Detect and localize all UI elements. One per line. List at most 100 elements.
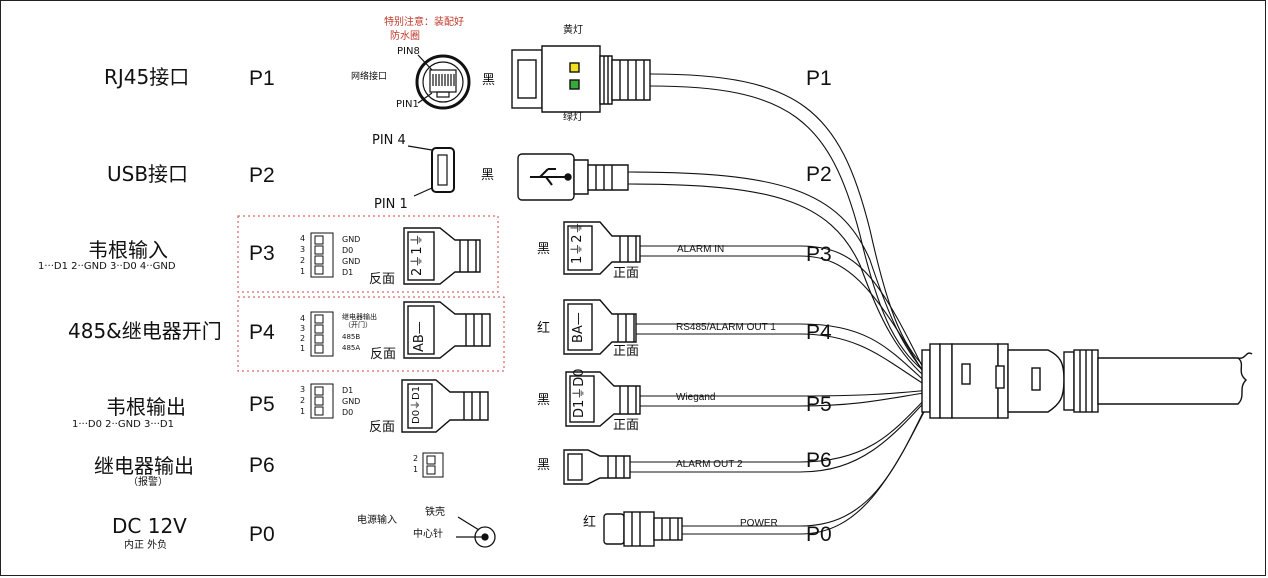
- row-sub-wiegand-in: 1···D1 2··GND 3··D0 4··GND: [38, 261, 176, 272]
- main-cable-housing: [921, 343, 1253, 419]
- p5-label-2: GND: [342, 397, 361, 406]
- row-name-wiegand-out: 韦根输出: [106, 395, 186, 419]
- p0-wire-color: 红: [583, 515, 597, 530]
- p5-back-plug-label: D0⏚D1: [411, 385, 422, 424]
- p3-pin-1: 1: [300, 267, 306, 276]
- p6-terminal-block: [422, 452, 444, 478]
- p4-label-485b: 485B: [342, 333, 361, 341]
- p4-front-plug-label: BA—: [571, 312, 586, 343]
- dc-power-socket-icon: [456, 516, 496, 548]
- p5-label-1: D0: [342, 408, 354, 417]
- rj45-green-led-label: 绿灯: [563, 112, 583, 123]
- row-name-relay-out: 继电器输出: [94, 454, 194, 478]
- p3-front-side-label: 正面: [613, 266, 640, 281]
- p3-front-plug-label: 1⏚2⏚: [570, 221, 585, 264]
- p4-label-485a: 485A: [342, 344, 361, 352]
- cable-label-alarm-out2: ALARM OUT 2: [676, 459, 743, 470]
- cable-code-p3: P3: [806, 243, 832, 266]
- row-code-p5: P5: [249, 393, 275, 416]
- p4-back-plug: [403, 301, 491, 359]
- row-name-485-relay: 485&继电器开门: [68, 319, 222, 343]
- usb-pin-bottom: PIN 1: [374, 197, 408, 212]
- p5-pin-2: 2: [300, 396, 306, 405]
- cable-label-power: POWER: [740, 518, 778, 529]
- p5-back-side-label: 反面: [369, 420, 396, 435]
- p4-front-plug: [563, 299, 637, 355]
- dc-power-plug-icon: [603, 511, 683, 547]
- cable-label-alarm-in: ALARM IN: [677, 244, 725, 255]
- cable-bundle: [627, 73, 931, 535]
- cable-code-p4: P4: [806, 321, 832, 344]
- rj45-port-label: 网络接口: [351, 72, 388, 82]
- power-shell-label: 铁壳: [425, 507, 445, 518]
- row-code-p0: P0: [249, 523, 275, 546]
- cable-code-p2: P2: [806, 163, 832, 186]
- row-name-dc12v: DC 12V: [112, 514, 187, 538]
- p4-label-open: （开门）: [344, 321, 372, 329]
- p3-terminal-block: [310, 232, 334, 278]
- rj45-plug-icon: [511, 45, 651, 113]
- p5-back-plug: [401, 379, 489, 433]
- p3-pin-3: 3: [300, 245, 306, 254]
- row-name-wiegand-in: 韦根输入: [88, 238, 168, 262]
- p3-back-plug-label: 2⏚1⏚: [410, 233, 425, 276]
- p3-label-2: GND: [342, 257, 361, 266]
- p3-back-plug: [403, 227, 481, 285]
- row-code-p6: P6: [249, 454, 275, 477]
- cable-code-p6: P6: [806, 449, 832, 472]
- p4-back-side-label: 反面: [370, 347, 397, 362]
- p3-label-1: D1: [342, 268, 354, 277]
- p6-front-plug: [563, 449, 631, 485]
- p4-back-plug-label: AB—: [412, 321, 427, 352]
- p5-wire-color: 黑: [537, 393, 551, 408]
- p4-pin-4: 4: [300, 314, 306, 323]
- rj45-yellow-led-label: 黄灯: [563, 25, 583, 36]
- assembly-note-line1: 特别注意：装配好: [384, 17, 464, 28]
- p3-label-4: GND: [342, 235, 361, 244]
- rj45-pin-bottom: PIN1: [396, 99, 419, 110]
- rj45-socket-icon: [415, 54, 471, 110]
- assembly-note-line2: 防水圈: [390, 31, 420, 42]
- p5-front-plug: [565, 371, 641, 427]
- p3-wire-color: 黑: [537, 242, 551, 257]
- cable-label-rs485: RS485/ALARM OUT 1: [676, 322, 776, 333]
- rj45-pin-top: PIN8: [397, 46, 420, 57]
- p4-label-relay: 继电器输出: [342, 313, 377, 321]
- p1-wire-color: 黑: [482, 73, 496, 88]
- cable-label-wiegand: Wiegand: [676, 392, 716, 403]
- row-code-p2: P2: [249, 164, 275, 187]
- row-name-usb: USB接口: [107, 162, 189, 186]
- p4-front-side-label: 正面: [613, 344, 640, 359]
- p5-front-side-label: 正面: [613, 418, 640, 433]
- row-sub-dc12v: 内正 外负: [124, 540, 168, 551]
- p6-pin-1: 1: [413, 465, 419, 474]
- p4-terminal-block: [310, 311, 334, 357]
- p3-dotted-box: [237, 215, 499, 293]
- p3-pin-4: 4: [300, 234, 306, 243]
- usb-plug-icon: [517, 153, 629, 201]
- p4-pin-3: 3: [300, 324, 306, 333]
- p5-terminal-block: [310, 383, 334, 419]
- cable-code-p1: P1: [806, 67, 832, 90]
- power-center-pin-label: 中心针: [413, 529, 443, 540]
- p2-wire-color: 黑: [481, 168, 495, 183]
- p5-label-3: D1: [342, 386, 354, 395]
- row-name-rj45: RJ45接口: [104, 65, 190, 89]
- row-sub-relay-out: （报警）: [128, 477, 168, 488]
- p4-wire-color: 红: [537, 321, 551, 336]
- p6-pin-2: 2: [413, 454, 419, 463]
- usb-socket-icon: [407, 145, 455, 197]
- p3-back-side-label: 反面: [369, 272, 396, 287]
- row-code-p3: P3: [249, 242, 275, 265]
- p5-front-plug-label: D1⏚D0: [572, 368, 587, 418]
- row-code-p4: P4: [249, 321, 275, 344]
- row-code-p1: P1: [249, 67, 275, 90]
- p6-wire-color: 黑: [537, 458, 551, 473]
- p5-pin-1: 1: [300, 407, 306, 416]
- usb-pin-top: PIN 4: [372, 133, 406, 148]
- cable-code-p0: P0: [806, 523, 832, 546]
- row-sub-wiegand-out: 1···D0 2··GND 3···D1: [72, 419, 174, 430]
- cable-code-p5: P5: [806, 393, 832, 416]
